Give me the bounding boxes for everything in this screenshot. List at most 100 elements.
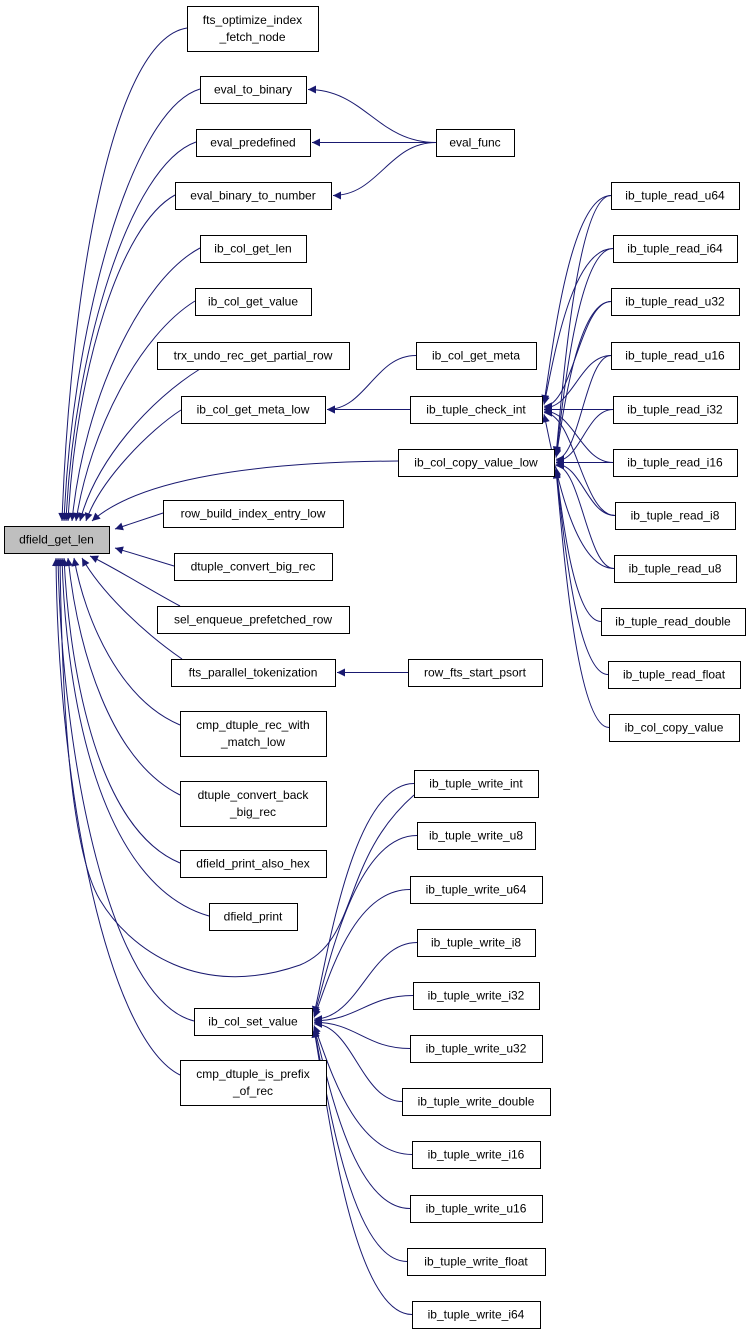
edge-read_u8-to-ib_col_copy_value_low [555,461,615,569]
node-box[interactable] [412,1301,541,1329]
node-write-i8[interactable]: ib_tuple_write_i8 [417,929,536,957]
node-box[interactable] [410,1195,543,1223]
node-box[interactable] [402,1088,551,1116]
node-dtuple-convert-back[interactable]: dtuple_convert_back_big_rec [180,781,327,827]
node-read-float[interactable]: ib_tuple_read_float [608,661,741,689]
node-box[interactable] [195,288,312,316]
node-sel-enqueue[interactable]: sel_enqueue_prefetched_row [157,606,350,634]
node-read-u64[interactable]: ib_tuple_read_u64 [611,182,740,210]
node-dfield-print-also-hex[interactable]: dfield_print_also_hex [180,850,327,878]
node-box[interactable] [180,850,327,878]
node-eval-predefined[interactable]: eval_predefined [196,129,311,157]
node-root[interactable]: dfield_get_len [4,526,110,554]
node-eval-binary-to-number[interactable]: eval_binary_to_number [175,182,332,210]
node-dtuple-convert-big-rec[interactable]: dtuple_convert_big_rec [174,553,333,581]
node-box[interactable] [417,929,536,957]
node-box[interactable] [209,903,298,931]
node-write-float[interactable]: ib_tuple_write_float [407,1248,546,1276]
node-box[interactable] [410,876,543,904]
node-box[interactable] [4,526,110,554]
node-eval-to-binary[interactable]: eval_to_binary [200,76,307,104]
edge-write_i8-to-ib_col_set_value [313,942,418,1024]
node-cmp-dtuple-rec[interactable]: cmp_dtuple_rec_with_match_low [180,711,327,757]
node-box[interactable] [615,502,736,530]
node-box[interactable] [180,1060,327,1106]
node-box[interactable] [408,659,543,687]
node-label: ib_tuple_write_u8 [429,829,523,843]
edge-trx_undo-to-root [78,368,201,522]
edge-eval_to_binary-to-root [60,88,201,522]
node-box[interactable] [157,342,350,370]
node-label: ib_tuple_write_i32 [428,989,525,1003]
node-write-i16[interactable]: ib_tuple_write_i16 [412,1141,541,1169]
node-read-i16[interactable]: ib_tuple_read_i16 [613,449,738,477]
node-eval-func[interactable]: eval_func [436,129,515,157]
node-box[interactable] [410,396,543,424]
node-box[interactable] [611,342,740,370]
node-box[interactable] [157,606,350,634]
node-box[interactable] [609,714,740,742]
node-read-double[interactable]: ib_tuple_read_double [601,608,746,636]
node-box[interactable] [200,76,307,104]
node-trx-undo[interactable]: trx_undo_rec_get_partial_row [157,342,350,370]
node-box[interactable] [613,449,738,477]
node-fts-optimize[interactable]: fts_optimize_index_fetch_node [187,6,319,52]
node-ib-col-copy-value-low[interactable]: ib_col_copy_value_low [398,449,555,477]
node-ib-col-get-len[interactable]: ib_col_get_len [200,235,307,263]
node-box[interactable] [200,235,307,263]
node-box[interactable] [613,396,738,424]
edge-ib_col_get_meta_low-to-root [84,409,182,522]
node-write-i64[interactable]: ib_tuple_write_i64 [412,1301,541,1329]
node-ib-col-get-meta[interactable]: ib_col_get_meta [416,342,537,370]
node-read-i64[interactable]: ib_tuple_read_i64 [613,235,738,263]
node-box[interactable] [614,555,737,583]
node-box[interactable] [194,1008,313,1036]
node-box[interactable] [416,342,537,370]
node-box[interactable] [608,661,741,689]
node-read-u16[interactable]: ib_tuple_read_u16 [611,342,740,370]
node-read-i32[interactable]: ib_tuple_read_i32 [613,396,738,424]
node-box[interactable] [413,982,540,1010]
node-ib-tuple-check-int[interactable]: ib_tuple_check_int [410,396,543,424]
node-box[interactable] [180,781,327,827]
node-box[interactable] [187,6,319,52]
node-write-double[interactable]: ib_tuple_write_double [402,1088,551,1116]
node-ib-col-copy-value[interactable]: ib_col_copy_value [609,714,740,742]
node-write-u8[interactable]: ib_tuple_write_u8 [417,822,536,850]
node-write-u16[interactable]: ib_tuple_write_u16 [410,1195,543,1223]
node-box[interactable] [174,553,333,581]
node-box[interactable] [175,182,332,210]
node-row-fts-start-psort[interactable]: row_fts_start_psort [408,659,543,687]
node-write-u64[interactable]: ib_tuple_write_u64 [410,876,543,904]
node-box[interactable] [163,500,344,528]
node-ib-col-get-meta-low[interactable]: ib_col_get_meta_low [181,396,326,424]
node-box[interactable] [601,608,746,636]
node-ib-col-set-value[interactable]: ib_col_set_value [194,1008,313,1036]
edge-write_double-to-ib_col_set_value [313,1019,403,1102]
node-fts-parallel[interactable]: fts_parallel_tokenization [171,659,336,687]
node-box[interactable] [180,711,327,757]
node-read-i8[interactable]: ib_tuple_read_i8 [615,502,736,530]
node-box[interactable] [181,396,326,424]
node-box[interactable] [611,288,740,316]
node-read-u8[interactable]: ib_tuple_read_u8 [614,555,737,583]
node-box[interactable] [417,822,536,850]
node-box[interactable] [171,659,336,687]
node-write-int[interactable]: ib_tuple_write_int [414,770,539,798]
node-cmp-dtuple-is-prefix[interactable]: cmp_dtuple_is_prefix_of_rec [180,1060,327,1106]
node-box[interactable] [613,235,738,263]
node-box[interactable] [398,449,555,477]
node-box[interactable] [412,1141,541,1169]
node-box[interactable] [407,1248,546,1276]
node-box[interactable] [611,182,740,210]
node-box[interactable] [436,129,515,157]
node-row-build[interactable]: row_build_index_entry_low [163,500,344,528]
node-ib-col-get-value[interactable]: ib_col_get_value [195,288,312,316]
node-write-u32[interactable]: ib_tuple_write_u32 [410,1035,543,1063]
node-box[interactable] [410,1035,543,1063]
node-write-i32[interactable]: ib_tuple_write_i32 [413,982,540,1010]
node-read-u32[interactable]: ib_tuple_read_u32 [611,288,740,316]
node-box[interactable] [414,770,539,798]
node-box[interactable] [196,129,311,157]
node-dfield-print[interactable]: dfield_print [209,903,298,931]
